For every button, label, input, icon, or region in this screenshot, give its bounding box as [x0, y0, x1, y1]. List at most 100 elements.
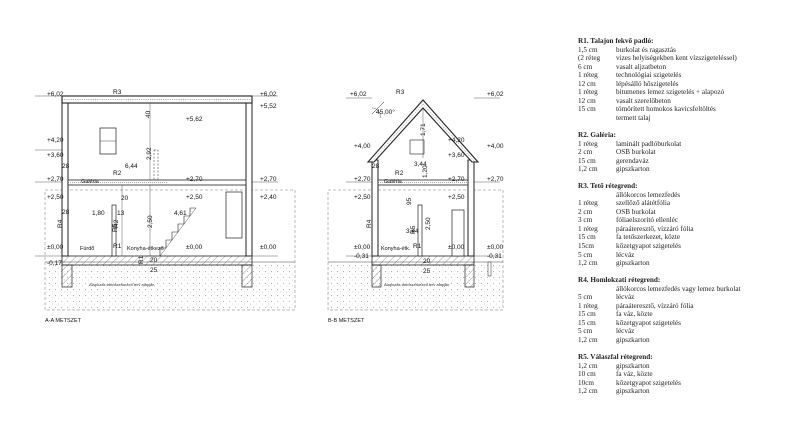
section-bb-rooms: Galéria Konyha-étk.	[381, 179, 411, 252]
section-aa-rooms: Galéria Fürdő Konyha-étkező	[80, 179, 164, 252]
room-label: Galéria	[81, 179, 100, 185]
legend-row: termett talaj	[578, 114, 778, 123]
layer-thickness: (2 réteg	[578, 54, 601, 63]
layer-material: OSB burkolat	[616, 207, 656, 216]
layer-material: technológiai szigetelés	[616, 71, 682, 80]
legend-row: 3 cm fóliaelszorító ellenléc	[578, 216, 778, 225]
layer-material: lécváz	[616, 293, 635, 302]
dim-label: 3,44	[406, 228, 419, 235]
layer-thickness	[578, 191, 616, 200]
dim-label: 28	[372, 163, 380, 170]
layer-thickness: 1,5 cm	[578, 45, 598, 54]
level-label: ±0,00	[186, 244, 203, 251]
layer-material: kőzetgyapot szigetelés	[616, 318, 681, 327]
level-label: +5,52	[260, 103, 277, 110]
layer-material: gipszkarton	[616, 165, 650, 174]
legend-group: R3. Tető rétegrend:állókorcos lemezfedés…	[578, 182, 778, 267]
section-aa-dims: 40 2,92 28 6,44 28 20 1,80 13 2,50 4,61 …	[57, 89, 187, 274]
level-label: +6,02	[350, 91, 367, 98]
layer-thickness: 1 réteg	[578, 224, 598, 233]
layer-thickness: 1,2 cm	[578, 259, 598, 268]
dim-label: 4,61	[174, 210, 187, 217]
layer-thickness: 10 cm	[578, 370, 596, 379]
dim-label: R1	[138, 255, 145, 264]
layer-material: fóliaelszorító ellenléc	[616, 216, 679, 225]
layer-material: OSB burkolat	[616, 148, 656, 157]
legend-group-title: R5. Válaszfal rétegrend:	[578, 353, 653, 362]
layer-material: fa tetőszerkezet, közte	[616, 233, 681, 242]
layer-material: vasalt szerelőbeton	[616, 96, 671, 105]
dim-label: 25	[150, 267, 158, 274]
dim-label: R3	[396, 89, 405, 96]
layer-thickness: 5 cm	[578, 293, 593, 302]
layer-material: bitumenes lemez szigetelés + alapozó	[616, 88, 725, 97]
layer-thickness: 5 cm	[578, 327, 593, 336]
layer-material: vasalt aljzatbeton	[616, 62, 667, 71]
layer-thickness: 3 cm	[578, 216, 593, 225]
dim-label: 25	[423, 268, 431, 275]
layer-thickness	[578, 114, 616, 123]
dim-label: 2,50	[147, 215, 154, 228]
layer-material: kőzetgyapot szigetelés	[616, 378, 681, 387]
dim-label: 1,71	[420, 123, 427, 136]
level-label: ±0,00	[260, 244, 277, 251]
dim-label: R4	[57, 219, 64, 228]
layer-thickness: 12 cm	[578, 96, 596, 105]
legend-row: 2 cm OSB burkolat	[578, 148, 778, 157]
dim-label: 20	[423, 258, 431, 265]
level-label: +3,60	[47, 152, 64, 159]
legend-row: (2 réteg vizes helyiségekben kent vízszig…	[578, 54, 778, 63]
layer-thickness: 15 cm	[578, 105, 596, 114]
level-label: +4,20	[448, 137, 465, 144]
layer-material: gipszkarton	[616, 336, 650, 344]
section-aa-levels: +6,02 +6,02 +5,52 +5,62 +4,20 +3,60 +2,7…	[47, 91, 277, 267]
level-label: +2,70	[47, 176, 64, 183]
dim-label: 3,44	[414, 161, 427, 168]
level-label: -0,31	[487, 253, 502, 260]
room-label: Galéria	[384, 179, 403, 185]
layer-thickness: 1 réteg	[578, 88, 598, 97]
foundation-note: Alapozás tartószerkezeti terv alapján	[89, 282, 154, 287]
room-label: Konyha-étk.	[381, 246, 411, 252]
layer-thickness: 2 cm	[578, 207, 593, 216]
layer-material: vizes helyiségekben kent vízszigetelésse…	[616, 54, 737, 63]
dim-label: R5	[410, 225, 417, 234]
layer-thickness: 2 cm	[578, 148, 593, 157]
layer-material: termett talaj	[616, 113, 651, 122]
section-bb-dims: 45,00° 1,71 3,44 28 1,20 95 2,50 3,44 20…	[366, 89, 432, 275]
dim-label: R2	[113, 170, 122, 177]
legend-row: állókorcos lemezfedés	[578, 191, 778, 200]
layer-material: gipszkarton	[616, 387, 650, 396]
layer-thickness: 15 cm	[578, 156, 596, 165]
dim-label: R5	[112, 223, 119, 232]
layer-thickness: 1 réteg	[578, 301, 598, 310]
level-label: +2,70	[448, 176, 465, 183]
level-label: +4,20	[47, 137, 64, 144]
section-bb-levels: +6,02 +6,02 +4,00 +4,20 +3,60 +4,00 +2,7…	[350, 91, 504, 260]
level-label: +6,02	[47, 91, 64, 98]
level-label: -0,17	[47, 260, 62, 267]
layer-thickness: 5 cm	[578, 250, 593, 259]
dim-label: 1,80	[92, 210, 105, 217]
room-label: Konyha-étkező	[127, 246, 164, 252]
dim-label: 2,92	[146, 147, 153, 160]
level-label: ±0,00	[354, 244, 371, 251]
layer-material: lépésálló hőszigetelés	[616, 79, 679, 88]
section-bb-title: B-B METSZET	[328, 318, 365, 324]
layer-thickness: 6 cm	[578, 62, 593, 71]
legend-group-title: R4. Homlokzati rétegrend:	[578, 276, 661, 285]
layer-thickness: 1,2 cm	[578, 361, 598, 370]
dim-label: 20	[150, 257, 158, 264]
level-label: +6,02	[487, 91, 504, 98]
